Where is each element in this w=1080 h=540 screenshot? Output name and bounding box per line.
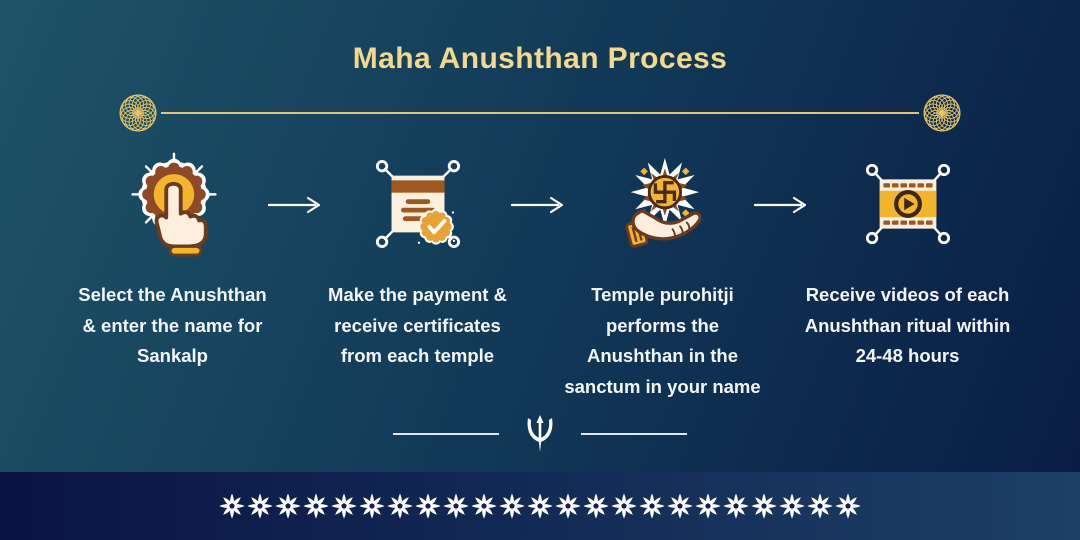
flower-icon [275,493,301,519]
flower-icon [667,493,693,519]
flower-icon [583,493,609,519]
bottom-divider [0,415,1080,453]
arrow-right-icon [268,196,321,214]
video-reel-icon [865,163,950,245]
flower-icon [303,493,329,519]
flower-icon [779,493,805,519]
flower-icon [835,493,861,519]
page-title: Maha Anushthan Process [352,42,728,75]
flower-icon [359,493,385,519]
header-divider [115,90,965,136]
tap-select-icon [130,152,217,257]
footer-band [0,472,1080,540]
offering-swastika-icon [624,157,702,248]
step-1: Select the Anushthan & enter the name fo… [50,148,295,402]
flower-icon [499,493,525,519]
arrow-right-icon [754,196,807,214]
rosette-icon [119,94,157,132]
flower-icon [247,493,273,519]
flower-icon [443,493,469,519]
divider-line [393,433,499,435]
flower-icon [415,493,441,519]
flower-icon [471,493,497,519]
flower-icon [751,493,777,519]
flower-icon [387,493,413,519]
trident-icon [527,415,553,452]
flower-icon [639,493,665,519]
arrow-right-icon [511,196,564,214]
process-steps: Select the Anushthan & enter the name fo… [50,148,1030,402]
flower-icon [219,493,245,519]
flower-icon [331,493,357,519]
flower-icon [555,493,581,519]
flower-icon [807,493,833,519]
certificate-icon [375,160,460,248]
flower-icon [611,493,637,519]
step-4: Receive videos of each Anushthan ritual … [785,148,1030,402]
step-3: Temple purohitji performs the Anushthan … [540,148,785,402]
flower-icon [695,493,721,519]
footer-flower-row [218,492,862,520]
step-2-caption: Make the payment & receive certificates … [328,284,507,366]
rosette-icon [923,94,961,132]
step-2: Make the payment & receive certificates … [295,148,540,402]
divider-line [581,433,687,435]
step-3-caption: Temple purohitji performs the Anushthan … [564,284,761,397]
step-1-caption: Select the Anushthan & enter the name fo… [78,284,267,366]
flower-icon [527,493,553,519]
header-line [161,112,919,114]
flower-icon [723,493,749,519]
step-4-caption: Receive videos of each Anushthan ritual … [804,284,1011,366]
